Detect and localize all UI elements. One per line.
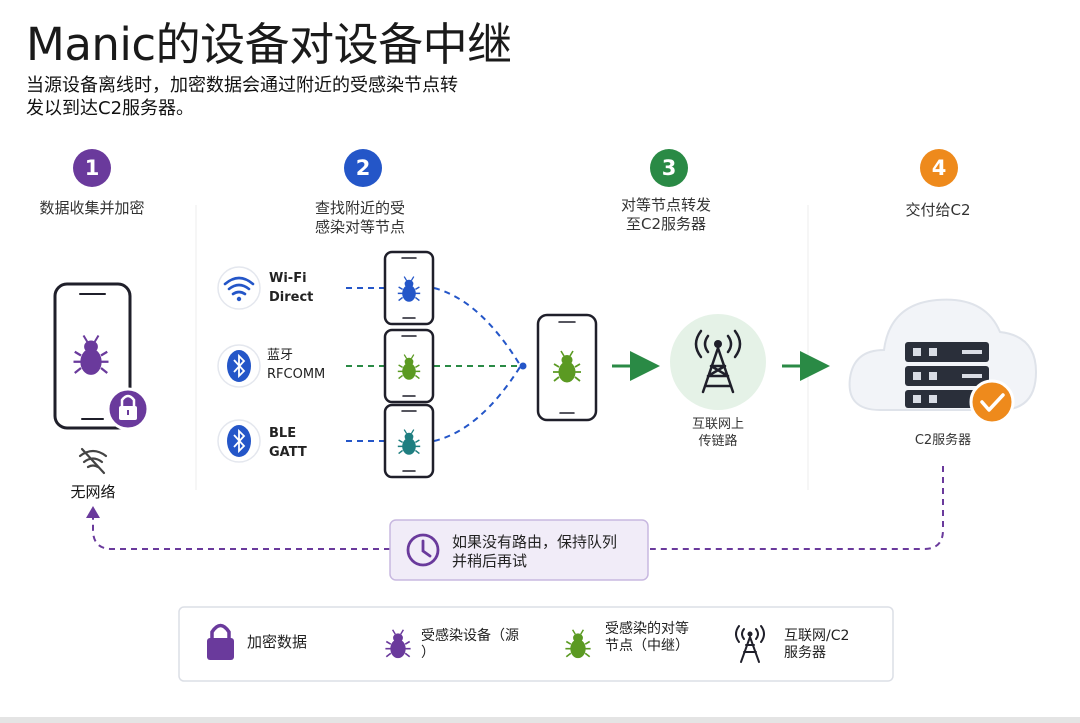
legend-internet-c2: 互联网/C2 服务器 [784,628,849,662]
step-2-label-line1: 查找附近的受 [314,199,405,217]
step-2-label-line2: 感染对等节点 [314,218,405,236]
legend-box [178,606,894,682]
tower-label-line2: 传链路 [698,434,738,449]
page-title: Manic的设备对设备中继 [26,18,512,71]
step-4-label-line1: 交付给C2 [905,201,971,219]
column-dividers [195,205,809,490]
clock-icon [406,533,440,567]
step-3-badge: 3 [650,149,688,187]
channel-icons [217,266,261,463]
subtitle-line-1: 当源设备离线时，加密数据会通过附近的受感染节点转 [26,75,458,96]
legend-tower-icon [735,625,765,663]
step-4-badge: 4 [920,149,958,187]
check-badge-icon [969,379,1015,425]
legend-internet-c2-line2: 服务器 [784,645,826,661]
channel-ble-line1: BLE [269,426,297,441]
step-4-label: 交付给C2 [868,201,1008,220]
step-1-label-line1: 数据收集并加密 [39,199,145,217]
tower-icon [670,314,766,410]
no-network-label: 无网络 [70,483,116,501]
channel-wifi-line2: Direct [269,290,314,305]
legend-relay-peer-line2: 节点（中继） [605,638,689,654]
step-3-label-line2: 至C2服务器 [625,215,707,233]
channel-wifi-label: Wi-Fi Direct [269,269,313,307]
retry-text-line1: 如果没有路由，保持队列 [452,533,618,551]
tower-label: 互联网上 传链路 [668,416,768,450]
retry-text: 如果没有路由，保持队列 并稍后再试 [452,533,617,571]
step-1-badge: 1 [73,149,111,187]
legend-encrypted-data: 加密数据 [247,633,308,651]
tower-label-line1: 互联网上 [691,417,744,432]
c2-server-label: C2服务器 [914,433,972,448]
legend-source-device: 受感染设备（源 ） [421,628,519,662]
step-2-label: 查找附近的受 感染对等节点 [290,199,430,237]
channel-ble-line2: GATT [269,445,307,460]
step-1-label: 数据收集并加密 [22,199,162,218]
legend-source-device-line1: 受感染设备（源 [421,628,519,644]
retry-arrowhead [86,506,100,518]
step-3-label-line1: 对等节点转发 [620,196,711,214]
channel-bluetooth-line2: RFCOMM [267,367,326,382]
legend-source-device-line2: ） [421,645,435,661]
legend-internet-c2-line1: 互联网/C2 [784,628,850,644]
channel-bluetooth-line1: 蓝牙 [267,348,294,363]
step-3-label: 对等节点转发 至C2服务器 [596,196,736,234]
channel-connections [346,287,521,442]
legend-relay-peer-line1: 受感染的对等 [605,621,689,637]
retry-box [389,519,649,581]
retry-text-line2: 并稍后再试 [452,552,528,570]
merge-point [519,362,527,370]
channel-bluetooth-label: 蓝牙 RFCOMM [267,346,325,384]
server-icon [905,342,989,408]
legend-relay-peer: 受感染的对等 节点（中继） [605,621,689,655]
lock-badge-icon [106,387,150,431]
no-network-icon [78,447,108,475]
step-2-badge: 2 [344,149,382,187]
channel-ble-label: BLE GATT [269,424,307,462]
retry-loop-path [92,466,944,550]
channel-wifi-line1: Wi-Fi [269,271,307,286]
bottom-edge [0,717,1080,723]
legend-lock-icon [207,623,234,660]
subtitle-line-2: 发以到达C2服务器。 [26,98,195,119]
